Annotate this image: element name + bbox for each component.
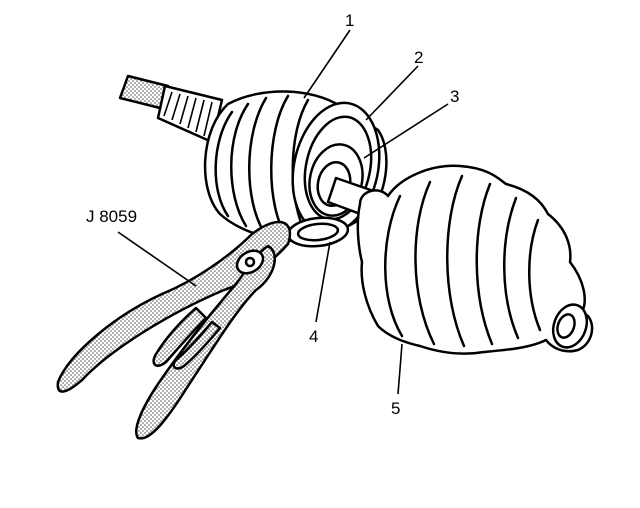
leader-2 — [365, 65, 419, 121]
leader-4 — [315, 241, 331, 323]
tool-label: J 8059 — [86, 207, 137, 226]
leader-5 — [397, 343, 403, 395]
leader-tool — [117, 231, 197, 287]
callout-5: 5 — [391, 399, 400, 418]
callout-3: 3 — [450, 87, 459, 106]
callout-1: 1 — [345, 11, 354, 30]
snap-ring-pliers — [56, 220, 291, 440]
cv-boot — [356, 164, 594, 355]
callout-4: 4 — [309, 327, 318, 346]
splined-shaft — [118, 74, 224, 144]
leader-3 — [363, 103, 449, 159]
leader-lines — [117, 29, 449, 395]
callout-2: 2 — [414, 48, 423, 67]
leader-1 — [303, 29, 351, 99]
